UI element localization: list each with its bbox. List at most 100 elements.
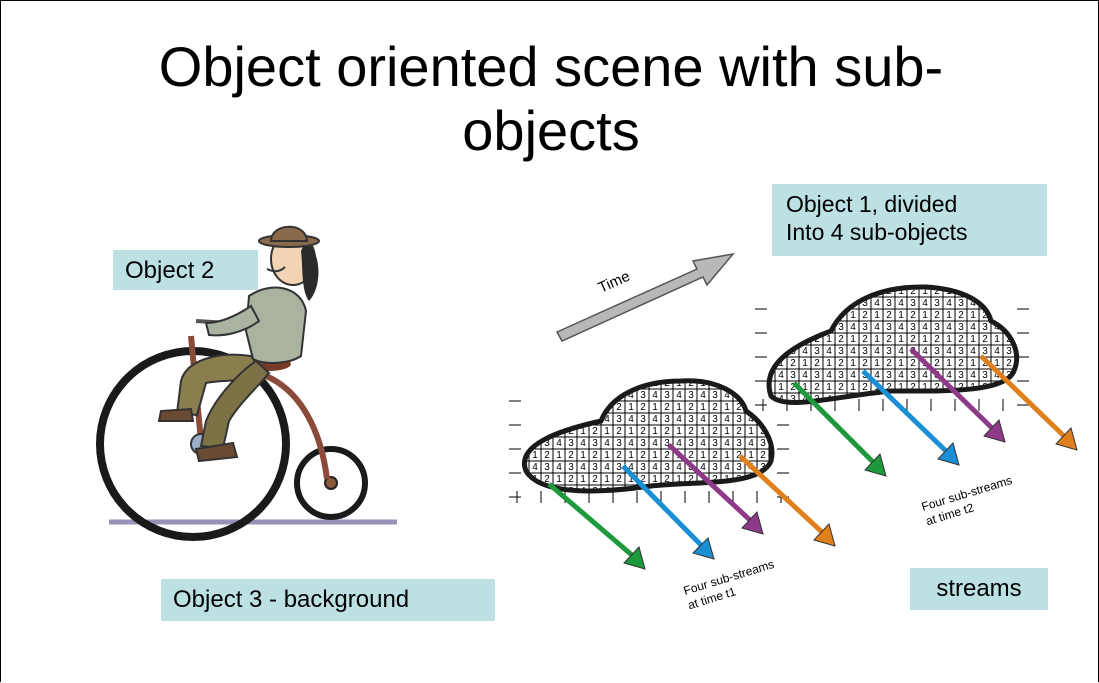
- grid-digit: 4: [970, 298, 976, 309]
- grid-digit: 1: [772, 402, 778, 413]
- grid-digit: 2: [712, 402, 718, 413]
- grid-digit: 3: [886, 322, 892, 333]
- grid-digit: 2: [736, 450, 742, 461]
- grid-digit: 4: [628, 462, 634, 473]
- grid-digit: 4: [700, 438, 706, 449]
- grid-digit: 1: [628, 402, 634, 413]
- grid-digit: 4: [802, 322, 808, 333]
- grid-digit: 2: [664, 450, 670, 461]
- grid-digit: 1: [532, 426, 538, 437]
- grid-digit: 4: [898, 346, 904, 357]
- grid-digit: 2: [640, 450, 646, 461]
- grid-digit: 3: [688, 390, 694, 401]
- grid-digit: 2: [520, 378, 526, 389]
- grid-digit: 4: [580, 390, 586, 401]
- grid-digit: 3: [736, 438, 742, 449]
- grid-digit: 2: [1006, 310, 1012, 321]
- grid-digit: 4: [556, 414, 562, 425]
- grid-digit: 3: [958, 322, 964, 333]
- grid-digit: 1: [898, 334, 904, 345]
- grid-digit: 2: [592, 426, 598, 437]
- grid-digit: 2: [982, 286, 988, 297]
- grid-digit: 3: [886, 298, 892, 309]
- grid-digit: 4: [532, 462, 538, 473]
- grid-digit: 1: [778, 286, 784, 297]
- grid-digit: 3: [640, 414, 646, 425]
- grid-digit: 2: [760, 378, 766, 389]
- grid-digit: 4: [748, 414, 754, 425]
- grid-digit: 3: [886, 346, 892, 357]
- grid-digit: 2: [790, 310, 796, 321]
- grid-digit: 2: [982, 334, 988, 345]
- grid-digit: 4: [1018, 370, 1024, 381]
- title-text: Object oriented scene with sub-objects: [158, 35, 944, 162]
- object3-label: Object 3 - background: [161, 579, 495, 621]
- grid-digit: 4: [580, 462, 586, 473]
- grid-digit: 3: [520, 390, 526, 401]
- grid-digit: 3: [520, 486, 526, 497]
- grid-digit: 1: [748, 450, 754, 461]
- grid-digit: 4: [676, 390, 682, 401]
- grid-digit: 2: [910, 358, 916, 369]
- grid-digit: 3: [760, 438, 766, 449]
- grid-digit: 4: [826, 298, 832, 309]
- grid-digit: 2: [568, 378, 574, 389]
- streams-label-text: streams: [936, 575, 1022, 602]
- grid-digit: 2: [616, 426, 622, 437]
- grid-digit: 1: [946, 358, 952, 369]
- grid-digit: 2: [544, 450, 550, 461]
- grid-digit: 3: [640, 390, 646, 401]
- grid-digit: 3: [790, 370, 796, 381]
- grid-digit: 2: [568, 402, 574, 413]
- grid-digit: 3: [712, 462, 718, 473]
- grid-digit: 2: [616, 402, 622, 413]
- grid-digit: 4: [748, 486, 754, 497]
- grid-digit: 3: [664, 462, 670, 473]
- grid-digit: 2: [838, 382, 844, 393]
- grid-digit: 3: [736, 462, 742, 473]
- grid-digit: 3: [520, 414, 526, 425]
- grid-digit: 3: [1006, 346, 1012, 357]
- grid-digit: 4: [802, 394, 808, 405]
- grid-digit: 2: [688, 378, 694, 389]
- grid-digit: 1: [628, 426, 634, 437]
- rider-illustration: [157, 225, 320, 463]
- grid-digit: 4: [1018, 298, 1024, 309]
- grid-digit: 1: [532, 450, 538, 461]
- grid-digit: 4: [850, 322, 856, 333]
- grid-digit: 3: [910, 394, 916, 405]
- grid-digit: 1: [556, 402, 562, 413]
- grid-digit: 1: [898, 382, 904, 393]
- grid-digit: 1: [850, 334, 856, 345]
- grid-digit: 4: [652, 462, 658, 473]
- grid-digit: 1: [532, 378, 538, 389]
- grid-digit: 3: [544, 438, 550, 449]
- grid-digit: 3: [616, 438, 622, 449]
- grid-digit: 1: [628, 450, 634, 461]
- grid-digit: 1: [946, 310, 952, 321]
- grid-digit: 4: [724, 414, 730, 425]
- grid-digit: 1: [676, 402, 682, 413]
- grid-digit: 4: [946, 298, 952, 309]
- substream-arrows-t2: [792, 347, 1078, 477]
- grid-digit: 4: [556, 390, 562, 401]
- grid-digit: 3: [838, 322, 844, 333]
- grid-digit: 2: [886, 382, 892, 393]
- grid-digit: 4: [778, 322, 784, 333]
- grid-digit: 3: [814, 322, 820, 333]
- grid-digit: 2: [592, 378, 598, 389]
- grid-digit: 2: [712, 426, 718, 437]
- grid-digit: 4: [652, 390, 658, 401]
- grid-digit: 1: [826, 358, 832, 369]
- grid-digit: 1: [556, 450, 562, 461]
- grid-digit: 1: [898, 286, 904, 297]
- grid-digit: 4: [628, 414, 634, 425]
- grid-digit: 1: [556, 474, 562, 485]
- grid-digit: 3: [862, 322, 868, 333]
- object1-label-line1: Object 1, divided: [786, 191, 958, 217]
- grid-digit: 1: [580, 378, 586, 389]
- grid-digit: 2: [862, 382, 868, 393]
- grid-digit: 1: [850, 382, 856, 393]
- grid-digit: 2: [838, 286, 844, 297]
